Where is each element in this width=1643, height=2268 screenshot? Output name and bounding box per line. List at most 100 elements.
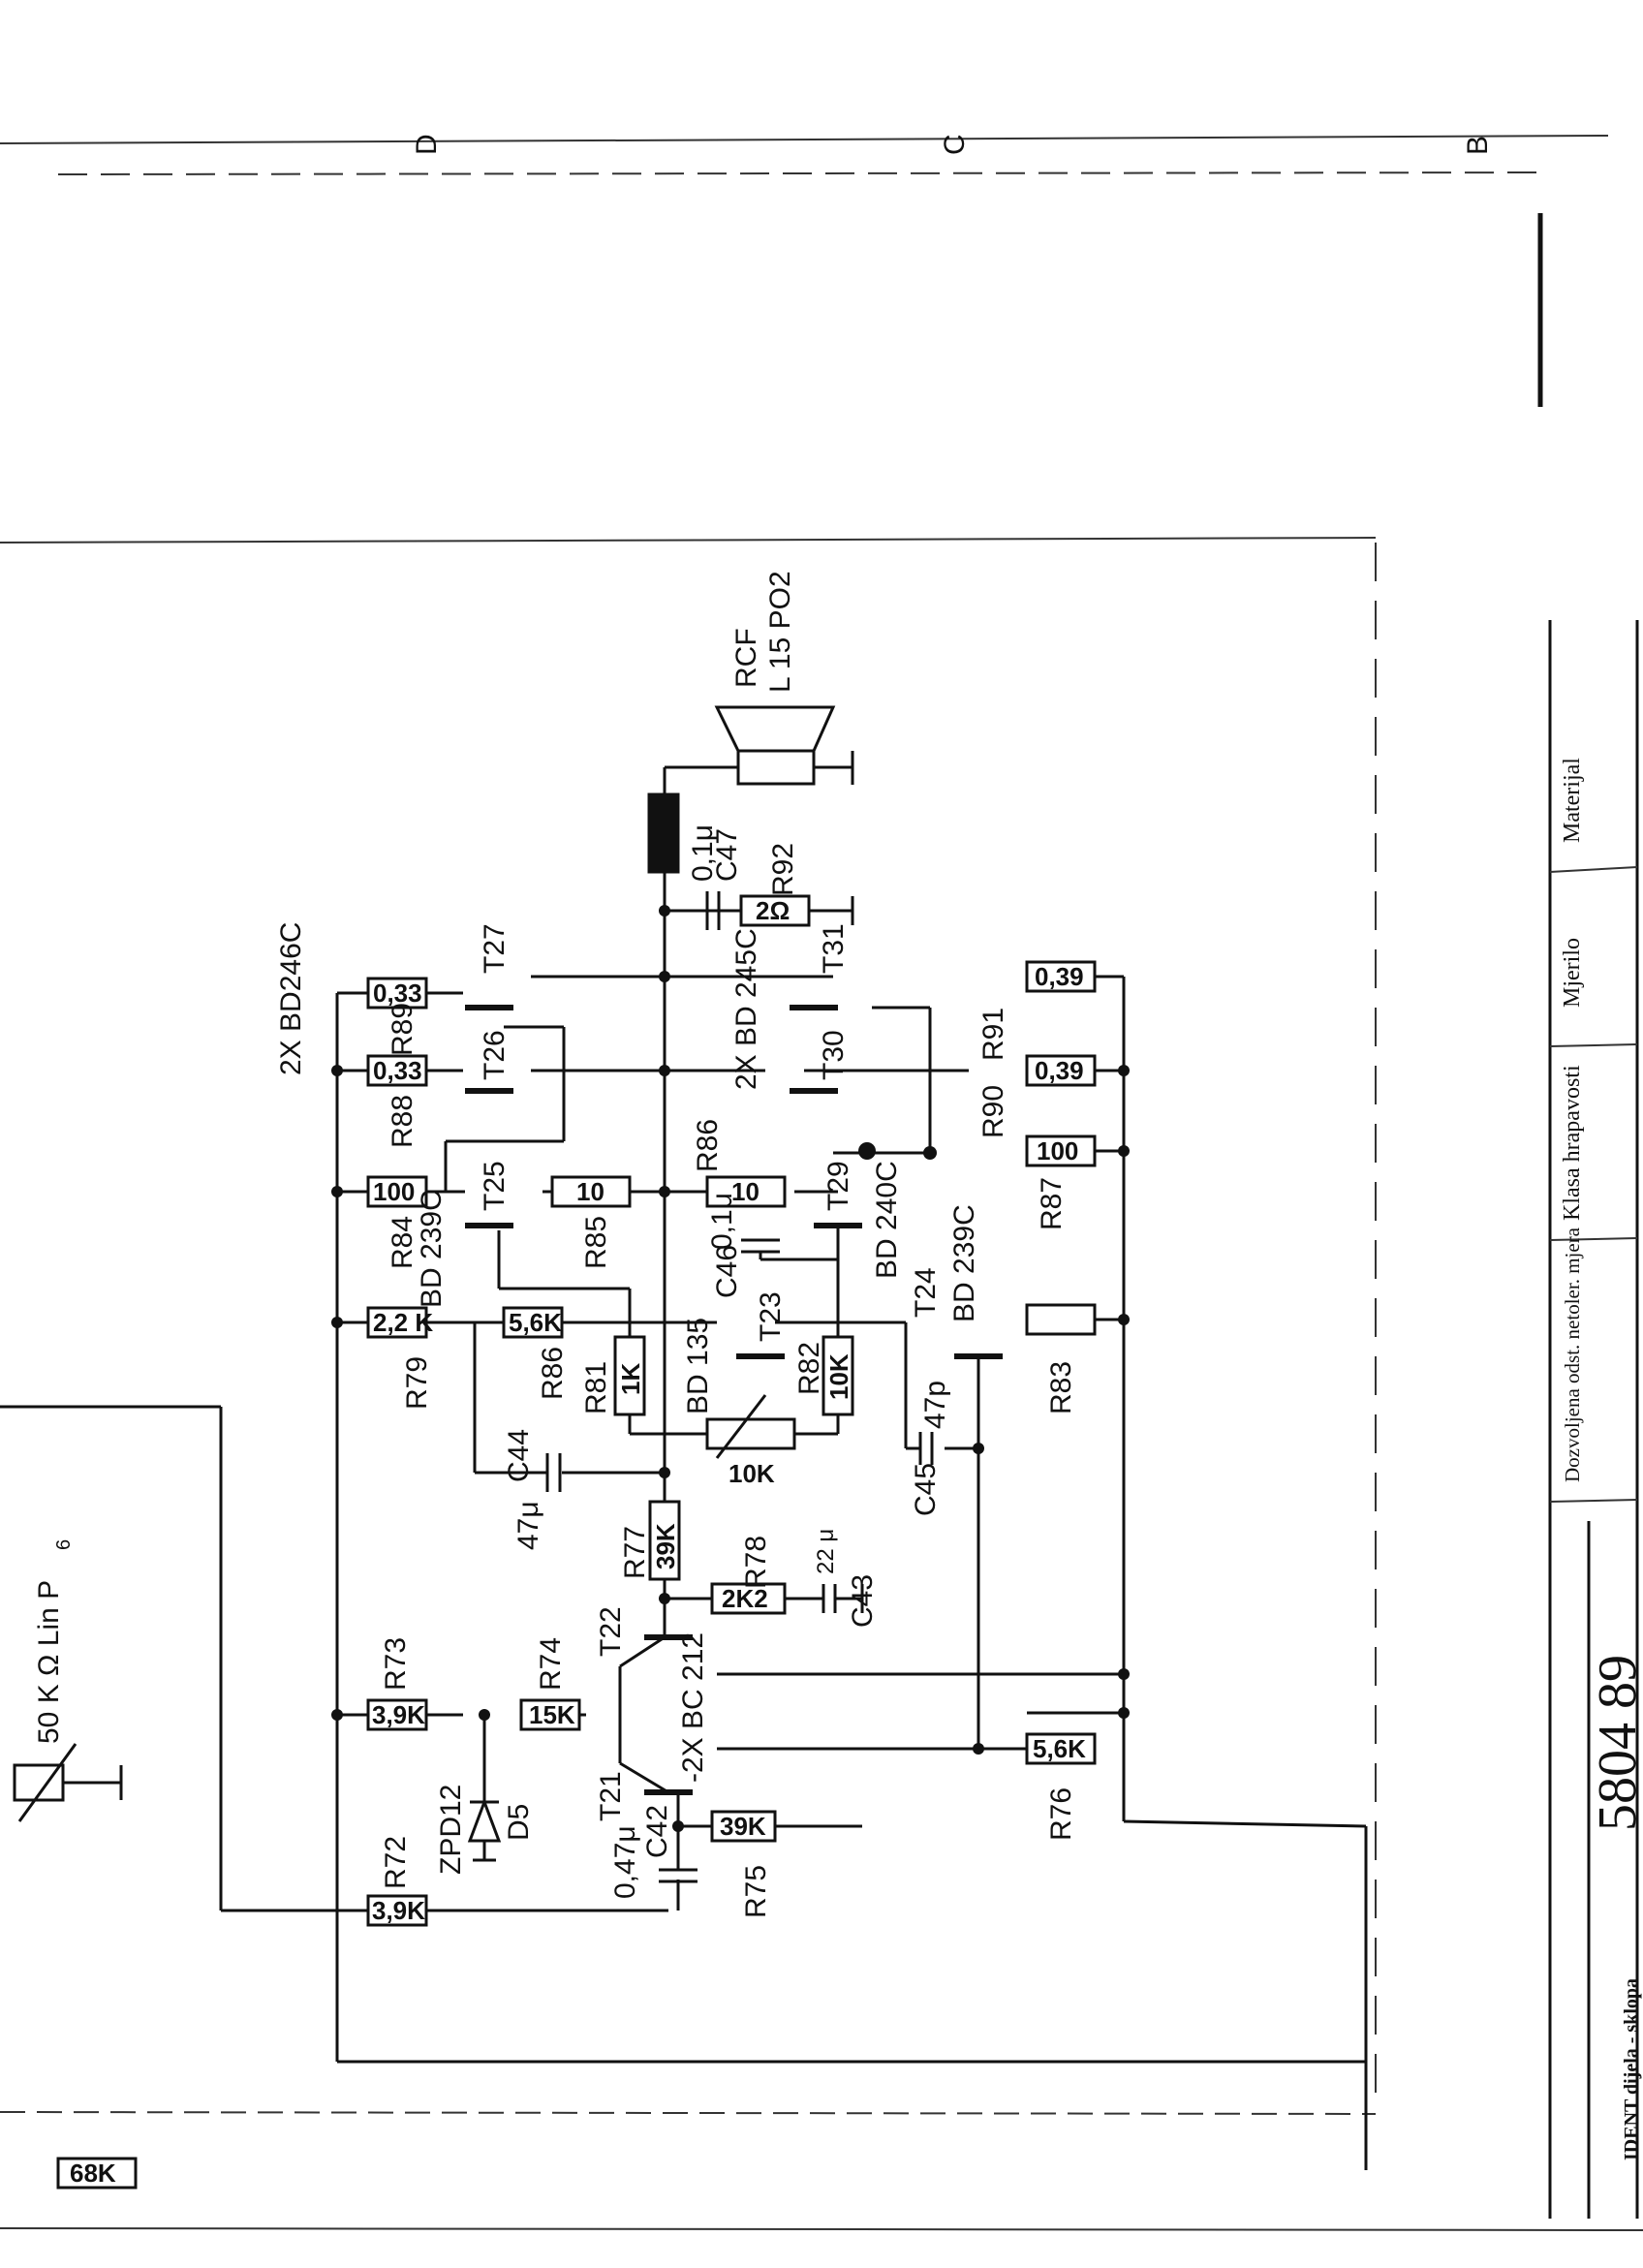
r85-value: 10: [576, 1177, 604, 1206]
c42-label: C42: [641, 1805, 673, 1858]
capacitor-symbols: [545, 891, 934, 1883]
r88-value: 0,33: [373, 1056, 422, 1085]
r87-label: R87: [1036, 1177, 1068, 1230]
r81-value: 1K: [616, 1363, 645, 1395]
r89-label: R89: [387, 1003, 418, 1056]
c43-value: 22 μ: [813, 1529, 839, 1574]
r87-value: 100: [1037, 1136, 1078, 1165]
speaker-symbol: [647, 705, 854, 925]
c45-label: C45: [910, 1463, 942, 1516]
r77-value: 39K: [651, 1523, 680, 1569]
r72-label: R72: [380, 1836, 412, 1889]
t25-label: T25: [479, 1161, 511, 1211]
drawing-number: 5804 89: [1588, 1655, 1643, 1831]
r75-label: R75: [740, 1865, 772, 1918]
r84-value: 100: [373, 1177, 415, 1206]
r80-value: 5,6K: [509, 1308, 562, 1337]
c47-label: C47: [711, 828, 743, 882]
junctions: [331, 905, 1130, 1832]
title-block: [1548, 620, 1639, 2219]
c42-value: 0,47μ: [609, 1825, 641, 1899]
potentiometer: [13, 1743, 123, 1822]
r76-value: 5,6K: [1033, 1734, 1086, 1763]
resistor-bodies: [56, 894, 1097, 2190]
zone-letter-c: C: [939, 134, 971, 155]
r80-label: R86: [537, 1347, 569, 1400]
t29-label: T29: [822, 1161, 854, 1211]
r74-value: 15K: [529, 1700, 575, 1729]
potentiometer-value: 50 K Ω Lin P: [33, 1580, 65, 1744]
r73-value: 3,9K: [372, 1700, 425, 1729]
r92-value: 2Ω: [756, 896, 790, 925]
t27-label: T27: [479, 923, 511, 974]
title-material: Materijal: [1560, 758, 1585, 843]
c46-value: 0,1μ: [706, 1193, 738, 1250]
potentiometer-subscript: 6: [53, 1539, 75, 1550]
r90-label: R90: [977, 1085, 1009, 1138]
r83-label: R83: [1045, 1361, 1077, 1414]
title-scale: Mjerilo: [1560, 938, 1585, 1008]
bd245c-label: 2X BD 245C: [730, 928, 762, 1090]
bd135-label: BD 135: [682, 1318, 714, 1414]
r78-label: R78: [740, 1536, 772, 1589]
transistor-labels: T27 T26 T25 T31 T30 T29 T23 T24 T22 T21 …: [275, 922, 980, 1821]
zone-letter-b: B: [1462, 136, 1494, 155]
transistor-symbols: [465, 1005, 1003, 1795]
r73-label: R73: [380, 1637, 412, 1691]
bd246c-label: 2X BD246C: [275, 922, 307, 1075]
t30-label: T30: [818, 1030, 850, 1080]
r82-label: R82: [793, 1342, 825, 1395]
r82-value: 10K: [824, 1353, 853, 1400]
speaker-brand: RCF: [730, 628, 762, 688]
bd239c-b-label: BD 239C: [948, 1204, 980, 1322]
resistor-values: 0,33 0,33 100 2,2 K 5,6K 10 10 0,39 0,39…: [70, 896, 1086, 2188]
zener-diode: [467, 1763, 502, 1862]
r76-label: R76: [1045, 1787, 1077, 1841]
bc212-label: -2X BC 212: [677, 1632, 709, 1783]
resistor-labels: R89 R88 R84 R79 R86 R85 R86 R91 R90 R87 …: [380, 843, 1077, 1918]
capacitor-labels: C44 47μ C46 0,1μ C47 0,1μ C45 47p C43 22…: [503, 824, 951, 1899]
drawing-frame: [0, 135, 1643, 2231]
speaker-model: L 15 PO2: [764, 571, 796, 693]
title-ident: IDENT dijela - sklopa: [1621, 1978, 1642, 2160]
t24-label: T24: [910, 1267, 942, 1318]
c43-label: C43: [847, 1574, 879, 1628]
trim-value: 10K: [728, 1459, 775, 1488]
r91-value: 0,39: [1035, 962, 1084, 991]
t23-label: T23: [755, 1291, 787, 1342]
r72-value: 3,9K: [372, 1896, 425, 1925]
c46-label: C46: [711, 1245, 743, 1298]
r79-label: R79: [401, 1356, 433, 1410]
r75-value: 39K: [720, 1812, 766, 1841]
r86-label: R86: [692, 1119, 724, 1172]
t31-label: T31: [818, 923, 850, 974]
c44-label: C44: [503, 1429, 535, 1482]
r91-label: R91: [977, 1008, 1009, 1061]
bd240c-label: BD 240C: [871, 1161, 903, 1279]
r90-value: 0,39: [1035, 1056, 1084, 1085]
r78-value: 2K2: [722, 1584, 768, 1613]
t21-label: T21: [595, 1771, 627, 1821]
zone-letter-d: D: [411, 134, 443, 155]
r88-label: R88: [387, 1095, 418, 1148]
t26-label: T26: [479, 1030, 511, 1080]
far-resistor-value: 68K: [70, 2159, 116, 2188]
c47-value: 0,1μ: [687, 824, 719, 882]
d5-label: D5: [503, 1804, 535, 1841]
t22-label: T22: [595, 1606, 627, 1657]
r86-value: 10: [731, 1177, 760, 1206]
r84-label: R84: [387, 1216, 418, 1269]
bd239c-a-label: BD 239C: [416, 1190, 448, 1308]
r79-value: 2,2 K: [373, 1308, 433, 1337]
c44-value: 47μ: [512, 1501, 544, 1550]
zener-label: ZPD12: [435, 1785, 467, 1875]
r81-label: R81: [580, 1361, 612, 1414]
title-surface-class: Klasa hrapavosti: [1560, 1065, 1585, 1221]
c45-value: 47p: [919, 1381, 951, 1429]
circuit-wires: [0, 765, 1368, 2170]
title-tolerance: Dozvoljena odst. netoler. mjera: [1561, 1227, 1584, 1482]
r92-label: R92: [767, 843, 799, 896]
r85-label: R85: [580, 1216, 612, 1269]
